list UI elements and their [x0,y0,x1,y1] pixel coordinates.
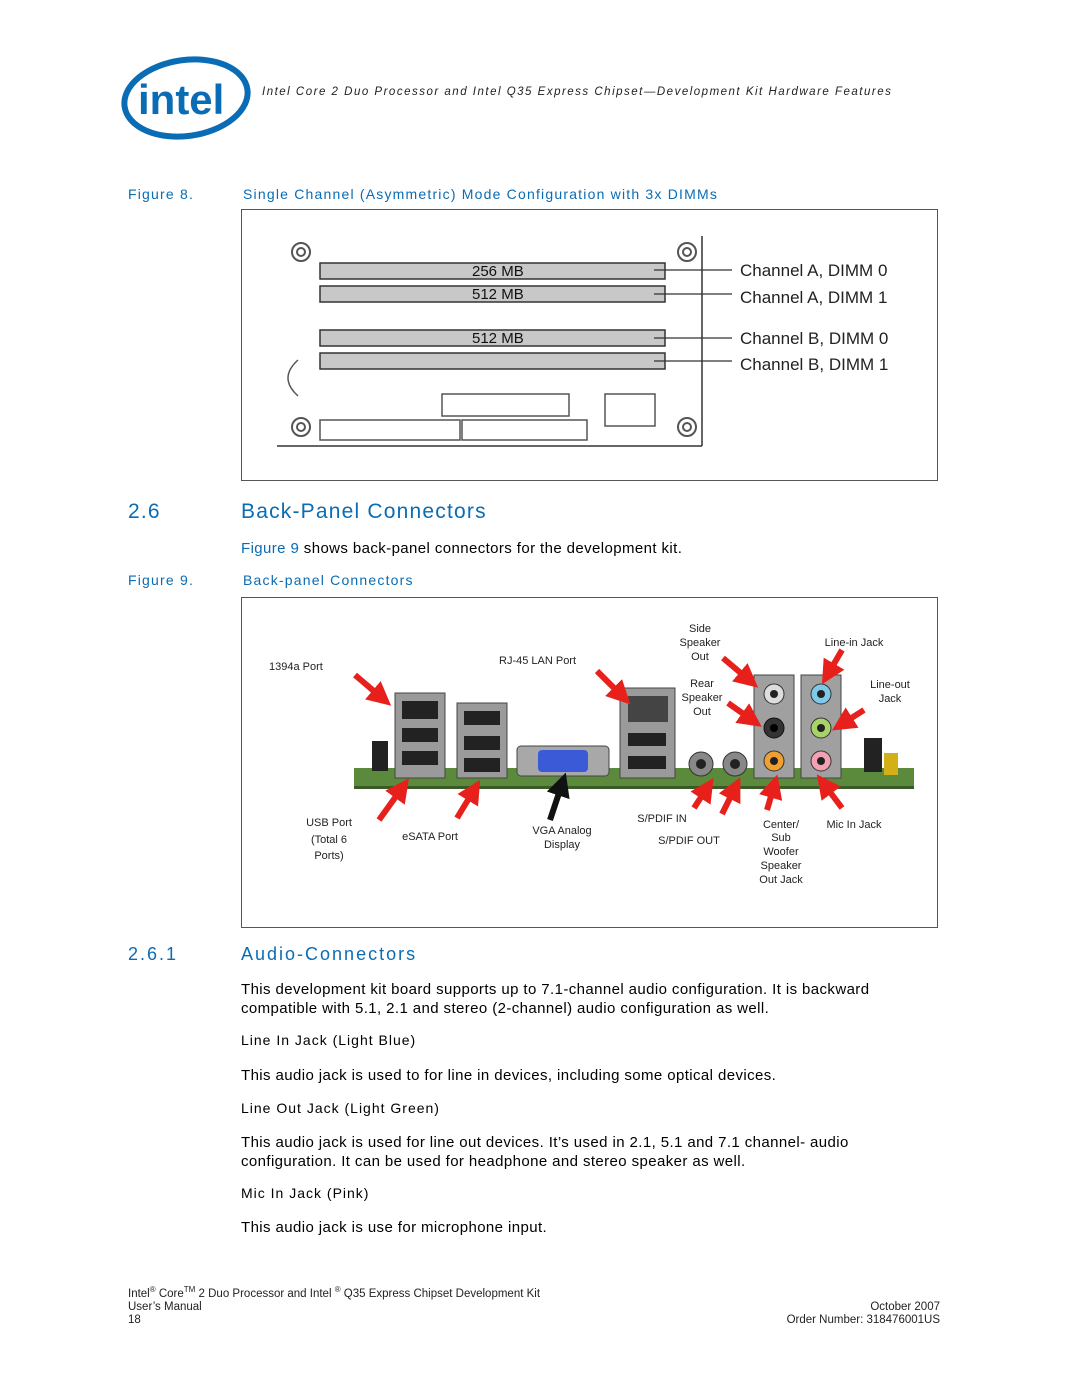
figure9-label: Figure 9. [128,572,195,588]
label-line-out-1: Line-out [870,679,910,691]
label-side-speaker-2: Speaker [680,637,721,649]
label-rear-speaker-3: Out [693,706,711,718]
footer-doc-title: Intel® CoreTM 2 Duo Processor and Intel … [128,1283,940,1301]
label-center-4: Speaker [761,860,802,872]
footer-end: Q35 Express Chipset Development Kit [340,1287,541,1300]
label-rear-speaker-2: Speaker [682,692,723,704]
label-esata: eSATA Port [402,831,458,843]
arrow-vga [546,772,570,821]
mic-in-paragraph: This audio jack is use for microphone in… [241,1219,548,1236]
section-title: Back-Panel Connectors [241,500,487,523]
label-center-5: Out Jack [759,874,803,886]
label-line-in: Line-in Jack [825,637,884,649]
arrow-spdif-out [718,777,741,816]
arrow-center-sub [759,774,783,811]
capacitor-right [864,738,882,772]
line-in-paragraph: This audio jack is used to for line in d… [241,1067,777,1084]
footer-date: October 2007 [870,1300,940,1313]
label-rear-speaker-1: Rear [690,678,714,690]
running-header: Intel Core 2 Duo Processor and Intel Q35… [262,86,893,98]
figure8-title: Single Channel (Asymmetric) Mode Configu… [243,186,719,202]
line-in-heading: Line In Jack (Light Blue) [241,1032,417,1048]
label-spdif-in: S/PDIF IN [637,813,687,825]
mic-in-heading: Mic In Jack (Pink) [241,1185,370,1201]
label-usb-1: USB Port [306,817,352,829]
label-center-3: Woofer [763,846,799,858]
footer-reg2: ® [334,1285,341,1294]
footer-tm: TM [183,1285,196,1294]
figure8-label: Figure 8. [128,186,195,202]
footer-page-number: 18 [128,1313,141,1326]
dimm-size-2: 512 MB [472,330,524,347]
footer-intel: Intel [128,1287,150,1300]
logo-wordmark: intel [138,76,224,123]
arrow-side-speaker [721,655,759,688]
label-side-speaker-1: Side [689,623,711,635]
arrow-spdif-in [690,777,714,810]
line-out-heading: Line Out Jack (Light Green) [241,1100,440,1116]
label-usb-2: (Total 6 [311,834,347,846]
arrow-mic-in [816,774,845,810]
label-line-out-2: Jack [879,693,902,705]
arrow-rj45 [594,668,631,705]
dimm-diagram: 256 MB 512 MB 512 MB Channel A, DIMM 0 C… [277,236,888,447]
arrow-usb [376,778,410,822]
figure9-title: Back-panel Connectors [243,572,414,588]
footer-order-number: Order Number: 318476001US [786,1313,940,1326]
label-side-speaker-3: Out [691,651,709,663]
label-center-2: Sub [771,832,791,844]
label-vga-1: VGA Analog [532,825,591,837]
label-vga-2: Display [544,839,581,851]
figure9-frame: 1394a Port RJ-45 LAN Port Side Speaker O… [241,597,938,928]
arrow-line-out [831,707,866,731]
label-mic-in: Mic In Jack [826,819,882,831]
figure9-ref-text: shows back-panel connectors for the deve… [299,540,683,557]
figure9-link[interactable]: Figure 9 [241,540,300,557]
subsection-title: Audio-Connectors [241,944,418,964]
dimm-size-1: 512 MB [472,286,524,303]
dimm-size-0: 256 MB [472,263,524,280]
label-center-1: Center/ [763,819,800,831]
footer-manual: User’s Manual [128,1300,202,1313]
channel-a-dimm1: Channel A, DIMM 1 [740,288,887,307]
back-panel-diagram: 1394a Port RJ-45 LAN Port Side Speaker O… [269,623,914,886]
channel-a-dimm0: Channel A, DIMM 0 [740,261,887,280]
arrow-line-in [821,648,845,685]
footer-reg: ® [149,1285,156,1294]
arrow-1394a [353,672,392,706]
section-number: 2.6 [128,500,161,523]
intel-logo: intel [120,52,260,145]
arrow-esata [454,779,481,820]
subsection-number: 2.6.1 [128,944,179,964]
footer-core: Core [155,1287,184,1300]
figure9-caption: Figure 9. Back-panel Connectors [128,572,414,588]
dimm-slot-a0 [319,262,666,280]
capacitor-left [372,741,388,771]
audio-intro-paragraph: This development kit board supports up t… [241,981,870,1017]
line-out-paragraph: This audio jack is used for line out dev… [241,1134,849,1170]
figure8-frame: 256 MB 512 MB 512 MB Channel A, DIMM 0 C… [241,209,938,481]
dimm-slot-b1 [319,352,666,370]
channel-b-dimm0: Channel B, DIMM 0 [740,329,888,348]
label-spdif-out: S/PDIF OUT [658,835,720,847]
page-footer: Intel® CoreTM 2 Duo Processor and Intel … [128,1283,940,1327]
footer-rest: 2 Duo Processor and Intel [195,1287,335,1300]
channel-b-dimm1: Channel B, DIMM 1 [740,355,888,374]
figure9-reference-line: Figure 9 shows back-panel connectors for… [241,540,682,557]
label-usb-3: Ports) [314,850,343,862]
label-1394a: 1394a Port [269,661,323,673]
arrow-rear-speaker [726,700,762,727]
figure8-caption: Figure 8. Single Channel (Asymmetric) Mod… [128,186,718,202]
label-rj45: RJ-45 LAN Port [499,655,576,667]
